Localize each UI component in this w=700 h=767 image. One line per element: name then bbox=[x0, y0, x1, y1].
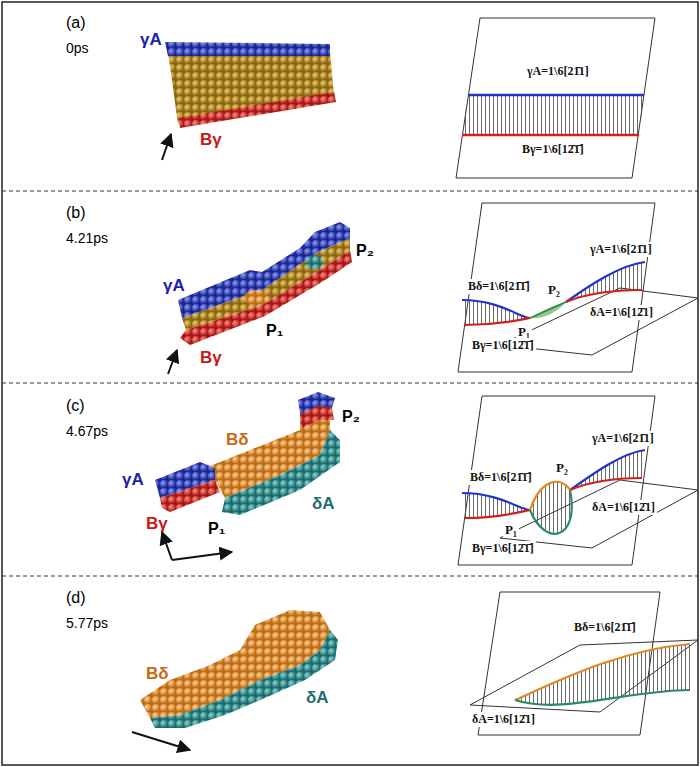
partial-label: γA bbox=[163, 276, 185, 296]
burgers-vector-label: δA=1\6[12̄1] bbox=[470, 712, 537, 727]
partial-label: γA bbox=[140, 30, 162, 50]
burgers-vector-label: Bδ=1\6[21̄1̄] bbox=[466, 279, 532, 294]
panel-letter: (b) bbox=[66, 204, 86, 222]
panel-letter: (c) bbox=[66, 397, 85, 415]
panel-separators bbox=[2, 191, 698, 576]
atom-cluster-a bbox=[162, 42, 336, 160]
atom-cluster-d bbox=[132, 610, 338, 750]
burgers-vector-label: δA=1\6[12̄1] bbox=[588, 305, 655, 320]
partial-label: Bγ bbox=[200, 130, 222, 150]
panel-letter: (a) bbox=[66, 14, 86, 32]
burgers-vector-label: Bγ=1\6[12̄1̄] bbox=[520, 142, 586, 157]
atom-cluster-b bbox=[168, 222, 352, 374]
node-point-label: P₂ bbox=[342, 408, 360, 426]
partial-label: Bγ bbox=[200, 348, 222, 368]
node-point-label: P₁ bbox=[208, 520, 225, 538]
partial-label: γA bbox=[122, 470, 144, 490]
burgers-vector-label: Bδ=1\6[21̄1̄] bbox=[468, 470, 534, 485]
partial-label: δA bbox=[306, 688, 329, 708]
time-stamp: 4.21ps bbox=[66, 230, 108, 246]
schematic-c bbox=[458, 396, 698, 565]
node-point-label: P₁ bbox=[503, 522, 519, 538]
node-point-label: P₂ bbox=[546, 282, 562, 298]
partial-label: Bγ bbox=[146, 514, 168, 534]
node-point-label: P₂ bbox=[554, 460, 570, 476]
time-stamp: 0ps bbox=[66, 40, 89, 56]
partial-label: Bδ bbox=[146, 664, 169, 684]
partial-label: Bδ bbox=[226, 430, 249, 450]
burgers-vector-label: γA=1\6[21̄1] bbox=[525, 64, 591, 79]
node-point-label: P₁ bbox=[266, 322, 283, 340]
atom-cluster-c bbox=[155, 392, 340, 560]
partial-label: δA bbox=[312, 494, 335, 514]
schematic-d bbox=[470, 592, 698, 735]
schematic-a bbox=[456, 18, 655, 178]
time-stamp: 4.67ps bbox=[66, 423, 108, 439]
burgers-vector-label: δA=1\6[12̄1] bbox=[590, 500, 657, 515]
time-stamp: 5.77ps bbox=[66, 615, 108, 631]
burgers-vector-label: Bγ=1\6[12̄1̄] bbox=[470, 338, 536, 353]
schematic-b bbox=[458, 203, 698, 372]
panel-letter: (d) bbox=[66, 589, 86, 607]
burgers-vector-label: γA=1\6[21̄1] bbox=[590, 431, 656, 446]
burgers-vector-label: γA=1\6[21̄1] bbox=[588, 242, 654, 257]
burgers-vector-label: Bδ=1\6[21̄1̄] bbox=[572, 620, 638, 635]
burgers-vector-label: Bγ=1\6[12̄1̄] bbox=[470, 541, 536, 556]
node-point-label: P₂ bbox=[356, 242, 374, 260]
